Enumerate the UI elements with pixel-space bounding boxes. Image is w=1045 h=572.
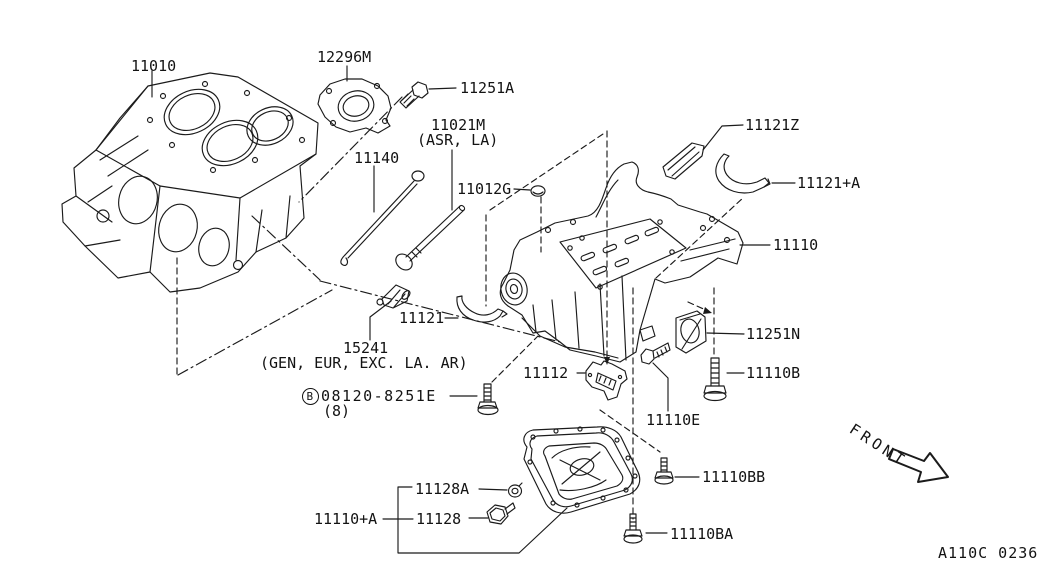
baffle-11112-drawing	[585, 360, 628, 401]
lower-oil-pan-drawing	[523, 426, 641, 514]
part-label-11112: 11112	[523, 364, 569, 382]
drain-plug-drawing	[486, 502, 516, 525]
part-label-11110ba: 11110BA	[670, 525, 734, 543]
part-label-11140: 11140	[354, 149, 400, 167]
bolt-11251a-drawing	[399, 81, 429, 109]
part-label-11121-a: 11121+A	[797, 174, 861, 192]
part-note-15241: (GEN, EUR, EXC. LA. AR)	[260, 354, 468, 372]
bolt-11110bb-drawing	[654, 457, 674, 485]
part-label-11110e: 11110E	[646, 411, 701, 429]
part-label-11110: 11110	[773, 236, 819, 254]
projection-arrowheads	[604, 307, 712, 365]
part-label-11128: 11128	[416, 510, 462, 528]
rear-plate-drawing	[317, 78, 392, 134]
gasket-11121-drawing	[456, 295, 508, 323]
circled-b-marker: B	[302, 388, 319, 405]
front-arrow	[888, 448, 949, 483]
washer-drawing	[507, 482, 523, 498]
part-label-11021m: 11021M	[431, 116, 486, 134]
part-label-11251a: 11251A	[460, 79, 515, 97]
bolt-11110b-drawing	[703, 357, 727, 402]
part-note-11021m: (ASR, LA)	[417, 131, 499, 149]
upper-oil-pan-drawing	[499, 161, 744, 363]
leader-lines	[151, 65, 796, 554]
part-label-11128a: 11128A	[415, 480, 470, 498]
part-label-11121: 11121	[399, 309, 445, 327]
part-label-12296m: 12296M	[317, 48, 372, 66]
bolt-11110ba-drawing	[623, 513, 643, 544]
retainer-11251n-drawing	[675, 310, 707, 354]
bolt-08120-drawing	[477, 383, 499, 416]
part-label-11110-a: 11110+A	[314, 510, 378, 528]
dipstick-tube-drawing	[395, 204, 466, 271]
diagram-code: A110C 0236	[938, 544, 1039, 562]
part-label-11110b: 11110B	[746, 364, 801, 382]
engine-block-drawing	[61, 72, 319, 293]
projection-lines	[176, 130, 745, 520]
part-label-15241: 15241	[343, 339, 389, 357]
part-label-11010: 11010	[131, 57, 177, 75]
axis-lines	[177, 96, 561, 376]
part-label-11012g: 11012G	[457, 180, 512, 198]
side-seal-11121a-drawing	[715, 153, 771, 194]
part-label-11110bb: 11110BB	[702, 468, 766, 486]
part-qty-08120-8251e: (8)	[323, 402, 351, 420]
dipstick-drawing	[340, 170, 425, 267]
part-label-11251n: 11251N	[746, 325, 801, 343]
seal-strip-11121z-drawing	[662, 142, 705, 180]
plug-11012g-drawing	[530, 185, 546, 197]
bolt-11110e-drawing	[640, 342, 671, 365]
part-label-11121z: 11121Z	[745, 116, 800, 134]
